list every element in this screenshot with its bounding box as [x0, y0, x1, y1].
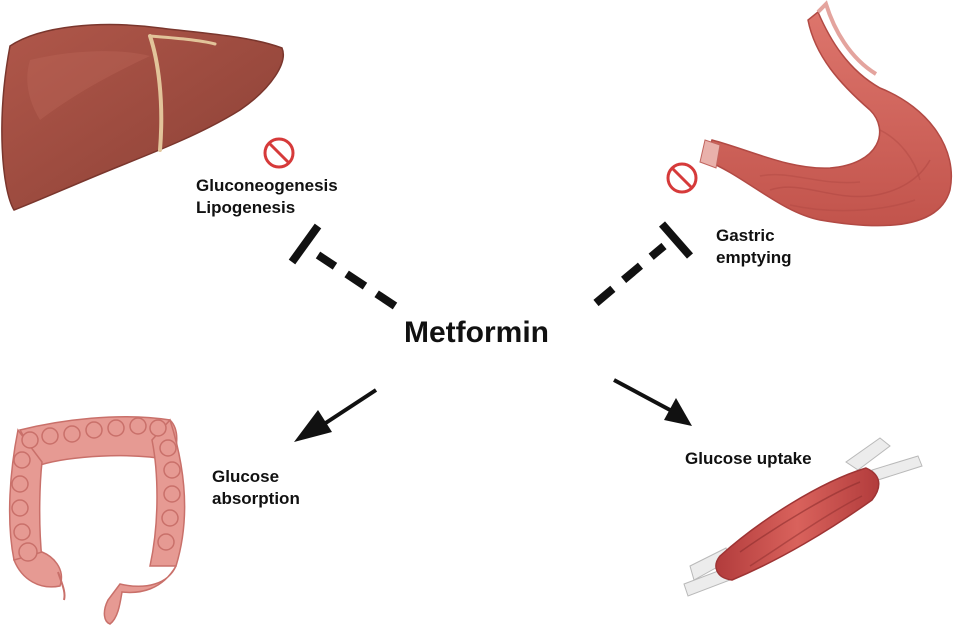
muscle-target-1: Glucose uptake: [685, 449, 812, 468]
drug-label: Metformin: [404, 316, 549, 349]
intestine-effect-label: Glucose absorption: [212, 466, 300, 510]
stomach-target-2: emptying: [716, 248, 792, 267]
intestine-illustration: [8, 416, 186, 625]
liver-target-1: Gluconeogenesis: [196, 176, 338, 195]
stomach-target-1: Gastric: [716, 226, 775, 245]
liver-target-2: Lipogenesis: [196, 198, 296, 217]
no-entry-icon: [263, 137, 295, 169]
inhibit-line-stomach: [593, 221, 694, 307]
stomach-effect-label: Gastric emptying: [716, 225, 792, 269]
liver-effect-label: Gluconeogenesis Lipogenesis: [196, 175, 338, 219]
muscle-effect-label: Glucose uptake: [685, 448, 812, 470]
muscle-illustration: [683, 437, 923, 597]
arrow-to-muscle: [613, 378, 692, 426]
intestine-target-1: Glucose: [212, 467, 280, 486]
inhibit-line-liver: [288, 223, 398, 310]
intestine-target-2: absorption: [212, 489, 300, 508]
arrow-to-intestine: [294, 388, 378, 442]
stomach-illustration: [699, 0, 952, 227]
no-entry-icon: [666, 162, 698, 194]
liver-illustration: [1, 23, 284, 211]
